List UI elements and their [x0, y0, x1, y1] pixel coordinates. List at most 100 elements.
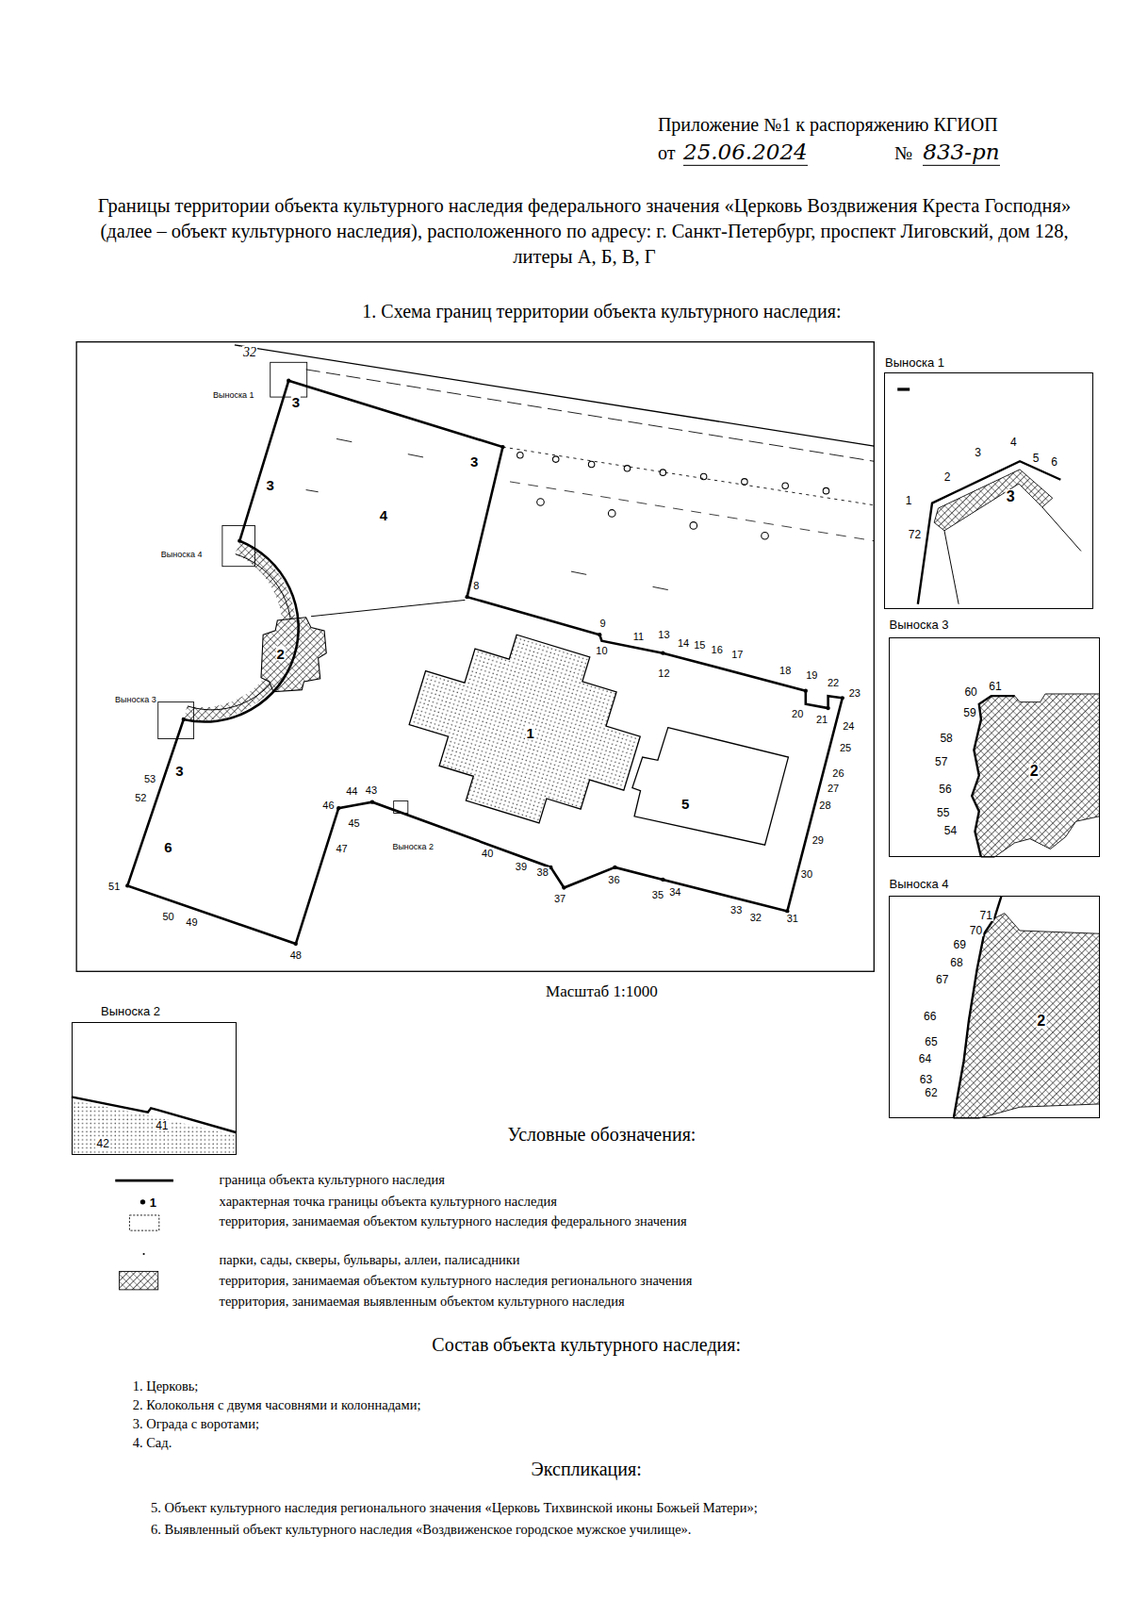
header-text: Приложение №1 к распоряжению КГИОП: [657, 114, 999, 136]
tree: [588, 460, 594, 467]
tree: [689, 522, 698, 530]
legend-point-number: 1: [149, 1195, 157, 1208]
callout-marker: [393, 801, 409, 814]
inset-4-drawing: [953, 895, 1100, 1118]
section-heading: 1. Схема границ территории объекта культ…: [361, 300, 841, 323]
point-number: 14: [676, 637, 690, 648]
boundary-points: [125, 378, 845, 947]
area-number: 6: [163, 839, 173, 854]
inner-line: [311, 599, 465, 616]
callout-inset: Выноска 360615958575655542: [888, 637, 1100, 857]
boundary-point: [464, 594, 469, 599]
map-frame: [76, 342, 874, 972]
area-number: 3: [265, 477, 276, 492]
point-number: 33: [729, 904, 743, 916]
list-item: 3. Ограда с воротами;: [132, 1416, 260, 1432]
handwritten-date: 25.06.2024: [683, 140, 808, 165]
inset-boundary: [953, 895, 1002, 1118]
bell-tower-part: [953, 913, 1100, 1118]
point-number: 12: [656, 668, 671, 679]
boundary-point: [370, 800, 375, 804]
map-dash: [571, 571, 587, 574]
point-number: 4: [1009, 436, 1018, 448]
point-number: 26: [831, 768, 845, 779]
point-number: 19: [804, 670, 819, 681]
point-number: 64: [917, 1052, 933, 1065]
inset-boundary: [971, 695, 1015, 857]
boundary-point: [660, 877, 665, 882]
inset-3-drawing: [971, 693, 1099, 857]
regional-church-outline: [632, 727, 789, 845]
point-number: 8: [472, 580, 480, 591]
point-number: 6: [1049, 456, 1059, 468]
point-number: 28: [818, 799, 832, 810]
list-item: 5. Объект культурного наследия региональ…: [150, 1500, 758, 1516]
map-dash: [408, 454, 424, 458]
point-number: 17: [730, 648, 744, 659]
street-line: [509, 481, 874, 541]
boundary-point: [840, 695, 845, 700]
handwritten-number: 833-рп: [922, 140, 1000, 165]
street-line: [234, 344, 874, 446]
point-number: 9: [598, 618, 607, 629]
boundary-point: [294, 941, 298, 946]
legend-line-sample: [114, 1179, 174, 1182]
callout-title: Выноска 4: [889, 877, 950, 891]
callout-marker: [222, 524, 256, 566]
list-item: 2. Колокольня с двумя часовнями и колонн…: [132, 1397, 422, 1413]
legend-text: граница объекта культурного наследия: [219, 1172, 445, 1188]
point-number: 25: [838, 742, 853, 754]
tree: [552, 456, 558, 462]
point-number: 63: [918, 1073, 934, 1085]
boundary-point: [286, 378, 291, 383]
callout-label: Выноска 3: [114, 695, 158, 705]
point-number: 40: [480, 847, 494, 858]
boundary-point: [181, 717, 186, 722]
legend-box-sample: [129, 1214, 159, 1230]
callout-label: Выноска 2: [391, 842, 435, 852]
area-number: 3: [469, 454, 479, 469]
point-number: 16: [710, 644, 724, 656]
callout-inset: Выноска 24142: [71, 1021, 237, 1155]
map-dash: [306, 490, 319, 492]
tree: [537, 498, 545, 507]
callout-label: Выноска 1: [212, 390, 256, 399]
fence-strip: [934, 469, 1053, 531]
point-number: 70: [968, 924, 984, 936]
point-number: 65: [923, 1035, 938, 1048]
point-number: 68: [949, 956, 964, 968]
legend-samples: [114, 1180, 174, 1290]
legend-hatch-sample: [119, 1270, 159, 1289]
bell-tower-part: [971, 693, 1099, 857]
tree: [761, 531, 770, 540]
point-number: 72: [907, 528, 922, 541]
boundary-point: [825, 705, 830, 710]
tree: [741, 478, 748, 485]
tree: [607, 509, 616, 518]
point-number: 62: [923, 1086, 938, 1099]
church-building: [393, 612, 658, 845]
boundary-point: [660, 651, 665, 656]
point-number: 3: [973, 446, 983, 459]
point-number: 42: [96, 1137, 111, 1149]
boundary-point: [612, 865, 617, 869]
point-number: 41: [154, 1119, 169, 1131]
point-number: 47: [334, 843, 348, 854]
area-number: 3: [291, 394, 301, 410]
scale-text: Масштаб 1:1000: [545, 982, 658, 1000]
callout-marker: [270, 361, 308, 397]
point-number: 54: [943, 824, 958, 836]
point-number: 49: [184, 917, 198, 928]
legend-point-sample: [140, 1198, 146, 1204]
tree: [782, 482, 788, 489]
section-heading: Условные обозначения:: [507, 1123, 696, 1146]
point-number: 60: [963, 686, 978, 698]
boundary-point: [803, 688, 808, 693]
point-number: 67: [934, 973, 950, 985]
legend-text: характерная точка границы объекта культу…: [219, 1194, 558, 1210]
point-number: 35: [651, 889, 665, 901]
point-number: 44: [344, 785, 359, 796]
point-number: 29: [811, 834, 825, 845]
point-number: 24: [841, 721, 855, 732]
document-title: Границы территории объекта культурного н…: [94, 193, 1075, 270]
